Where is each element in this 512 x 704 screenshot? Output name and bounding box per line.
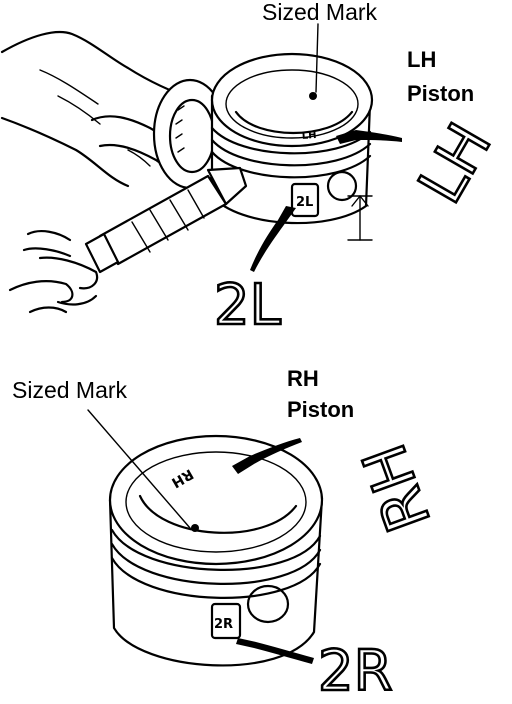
callout-2l-big-text: 2L <box>214 273 281 338</box>
rh-skirt-stamp: 2R <box>214 617 233 632</box>
rh-piston-label-line1: RH <box>287 366 319 391</box>
skirt-2r-arrow <box>236 638 314 664</box>
lh-skirt-stamp: 2L <box>296 195 313 210</box>
lh-piston-body <box>210 52 374 241</box>
lh-piston-arrow <box>336 130 402 144</box>
lh-arrows <box>250 23 402 272</box>
lh-sized-mark-label: Sized Mark <box>262 0 378 25</box>
rh-arrows <box>87 409 314 664</box>
rh-piston-arrow <box>232 438 302 474</box>
fingers-drawing <box>8 230 99 314</box>
lh-piston-illustration: LH 2L Sized Mark LH Piston LH 2L <box>0 0 507 339</box>
rh-piston-illustration: RH 2R Sized Mark RH Piston RH 2R <box>12 366 446 704</box>
lh-piston-label-line2: Piston <box>407 81 474 106</box>
hand-drawing <box>0 30 198 188</box>
rh-side-big-text: RH <box>349 435 444 541</box>
rh-piston-body <box>108 434 324 667</box>
skirt-2l-arrow <box>250 206 296 272</box>
lh-piston-label-line1: LH <box>407 47 436 72</box>
micrometer-tool <box>84 166 248 274</box>
bearing-ring <box>152 78 228 190</box>
callout-2r-big-text: 2R <box>318 639 393 704</box>
lh-crown-stamp: LH <box>301 130 316 142</box>
lh-side-big-text: LH <box>405 112 505 215</box>
rh-sized-mark-label: Sized Mark <box>12 377 128 403</box>
rh-piston-label-line2: Piston <box>287 397 354 422</box>
